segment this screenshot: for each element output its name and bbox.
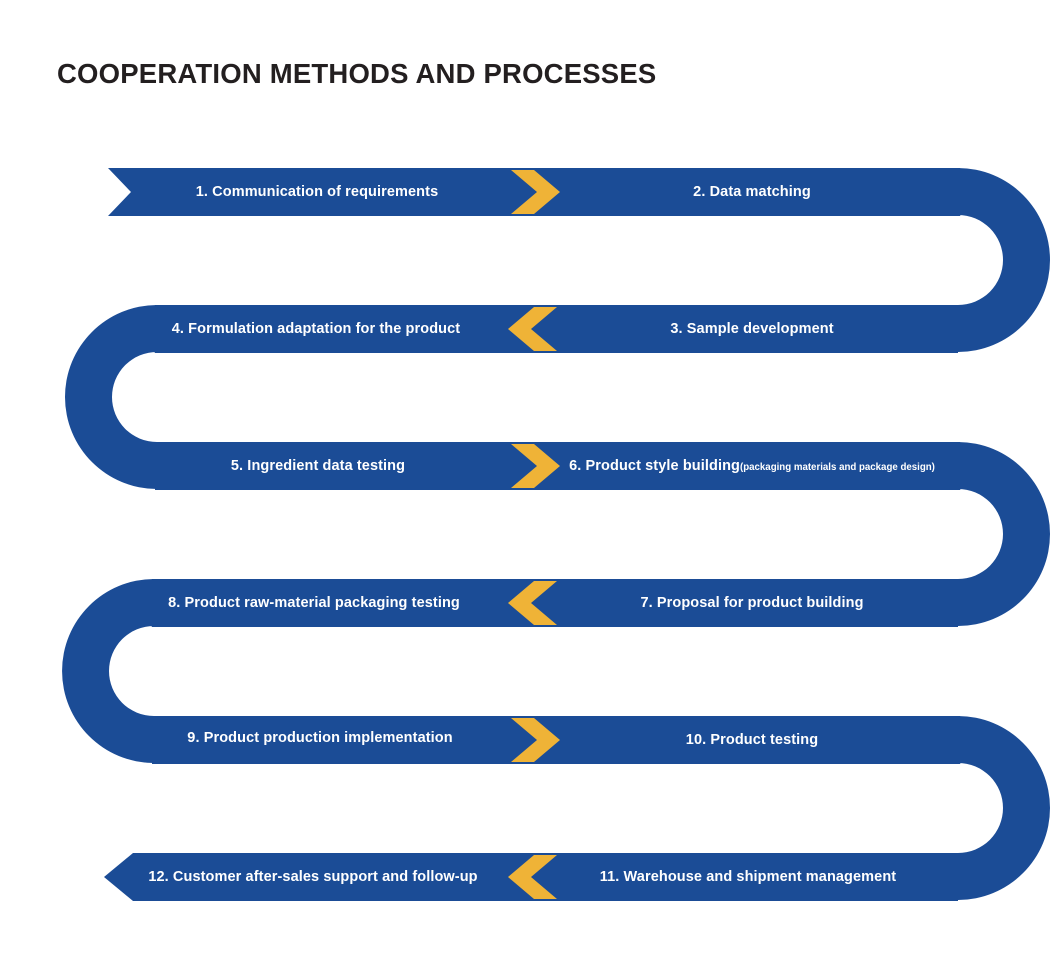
step-3-text: 3. Sample development [670, 321, 834, 337]
step-label-8: 8. Product raw-material packaging testin… [168, 595, 460, 611]
chevron-right-row1-icon [511, 170, 560, 214]
step-label-3: 3. Sample development [670, 321, 833, 337]
step-4-text: 4. Formulation adaptation for the produc… [171, 321, 461, 337]
chevron-right-row5-icon [511, 718, 560, 762]
chevron-left-row6-icon [508, 855, 557, 899]
flow-band-row4 [145, 579, 958, 627]
step-label-5: 5. Ingredient data testing [231, 458, 405, 474]
step-label-6: 6. Product style building(packaging mate… [569, 458, 935, 474]
step-label-12: 12. Customer after-sales support and fol… [148, 869, 477, 885]
step-11-text: 11. Warehouse and shipment management [599, 869, 897, 885]
step-label-9: 9. Product production implementation [187, 730, 452, 746]
step-6-text: 6. Product style building [569, 458, 740, 474]
step-10-text: 10. Product testing [685, 732, 819, 748]
flow-uturn-left-1 [65, 305, 157, 489]
step-label-10: 10. Product testing [686, 732, 818, 748]
flow-uturn-right-1 [958, 168, 1050, 352]
step-label-11: 11. Warehouse and shipment management [600, 869, 896, 885]
step-2-text: 2. Data matching [693, 184, 811, 200]
flow-band-row2 [148, 305, 958, 353]
step-12-text: 12. Customer after-sales support and fol… [148, 869, 478, 885]
step-7-text: 7. Proposal for product building [640, 595, 864, 611]
flow-uturn-right-3 [958, 716, 1050, 900]
step-8-text: 8. Product raw-material packaging testin… [168, 595, 460, 611]
page-title: COOPERATION METHODS AND PROCESSES [57, 58, 657, 89]
flow-uturn-left-2 [62, 579, 155, 763]
chevron-left-row2-icon [508, 307, 557, 351]
step-label-7: 7. Proposal for product building [640, 595, 863, 611]
flow-uturn-right-2 [958, 442, 1050, 626]
step-label-4: 4. Formulation adaptation for the produc… [172, 321, 460, 337]
step-9-text: 9. Product production implementation [187, 730, 453, 746]
step-5-text: 5. Ingredient data testing [230, 458, 406, 474]
chevron-right-row3-icon [511, 444, 560, 488]
step-label-2: 2. Data matching [693, 184, 811, 200]
step-6-subtext: (packaging materials and package design) [740, 462, 935, 473]
chevron-left-row4-icon [508, 581, 557, 625]
step-label-1: 1. Communication of requirements [196, 184, 439, 200]
step-1-text: 1. Communication of requirements [195, 184, 439, 200]
flow-band-row3 [155, 442, 967, 490]
